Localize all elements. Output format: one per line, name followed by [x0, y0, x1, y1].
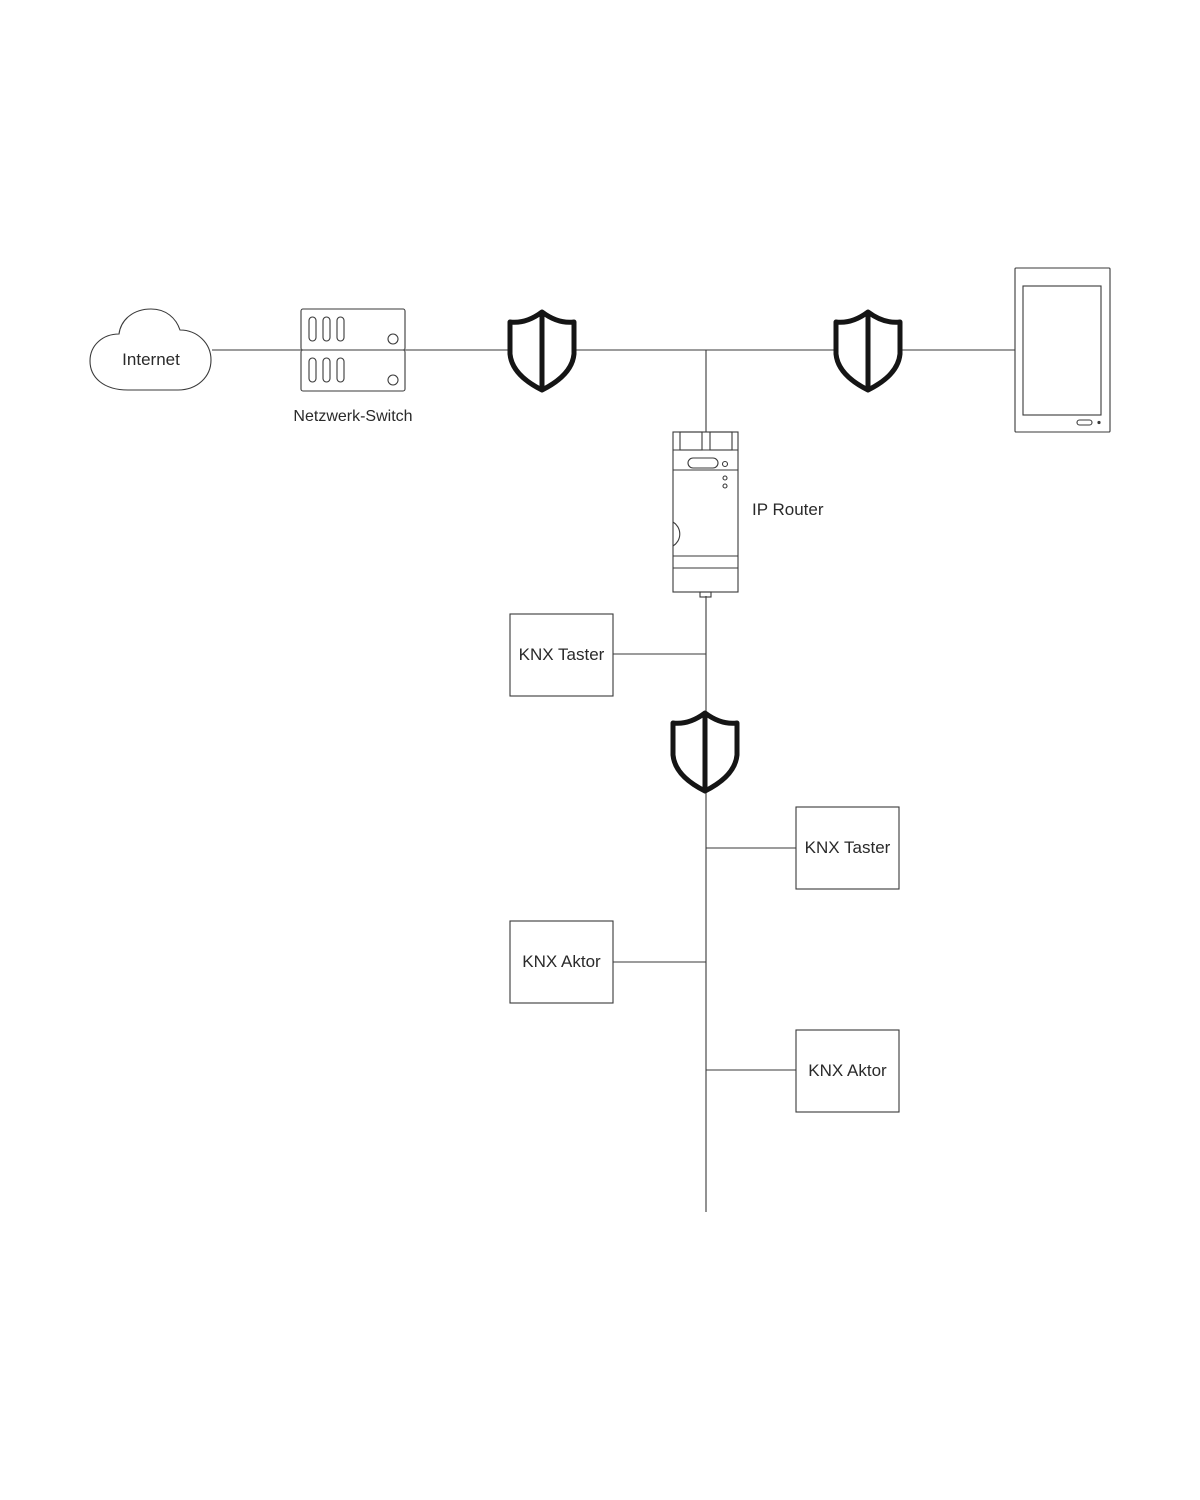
- tablet-icon: [1014, 267, 1111, 433]
- internet-node: Internet: [89, 308, 212, 391]
- cloud-icon: [89, 308, 212, 391]
- network-switch-icon: [300, 308, 406, 392]
- ip-router-label: IP Router: [752, 500, 824, 519]
- tablet-node: [1014, 267, 1111, 433]
- knx-taster-2-label: KNX Taster: [805, 838, 891, 857]
- knx-aktor-2-label: KNX Aktor: [808, 1061, 887, 1080]
- shield-icon: [670, 710, 740, 794]
- network-switch-node: Netzwerk-Switch: [293, 308, 413, 425]
- shield-icon: [833, 309, 903, 393]
- knx-aktor-2: KNX Aktor: [795, 1029, 900, 1113]
- network-switch-label: Netzwerk-Switch: [293, 408, 412, 425]
- connection-lines: [212, 349, 1015, 1212]
- knx-taster-1-label: KNX Taster: [519, 645, 605, 664]
- knx-aktor-1-label: KNX Aktor: [522, 952, 601, 971]
- knx-aktor-1: KNX Aktor: [509, 920, 614, 1004]
- ip-router-node: IP Router: [672, 431, 824, 598]
- knx-taster-1: KNX Taster: [509, 613, 614, 697]
- din-rail-router-icon: [672, 431, 739, 598]
- shield-icon: [507, 309, 577, 393]
- internet-label: Internet: [122, 350, 180, 369]
- knx-taster-2: KNX Taster: [795, 806, 900, 890]
